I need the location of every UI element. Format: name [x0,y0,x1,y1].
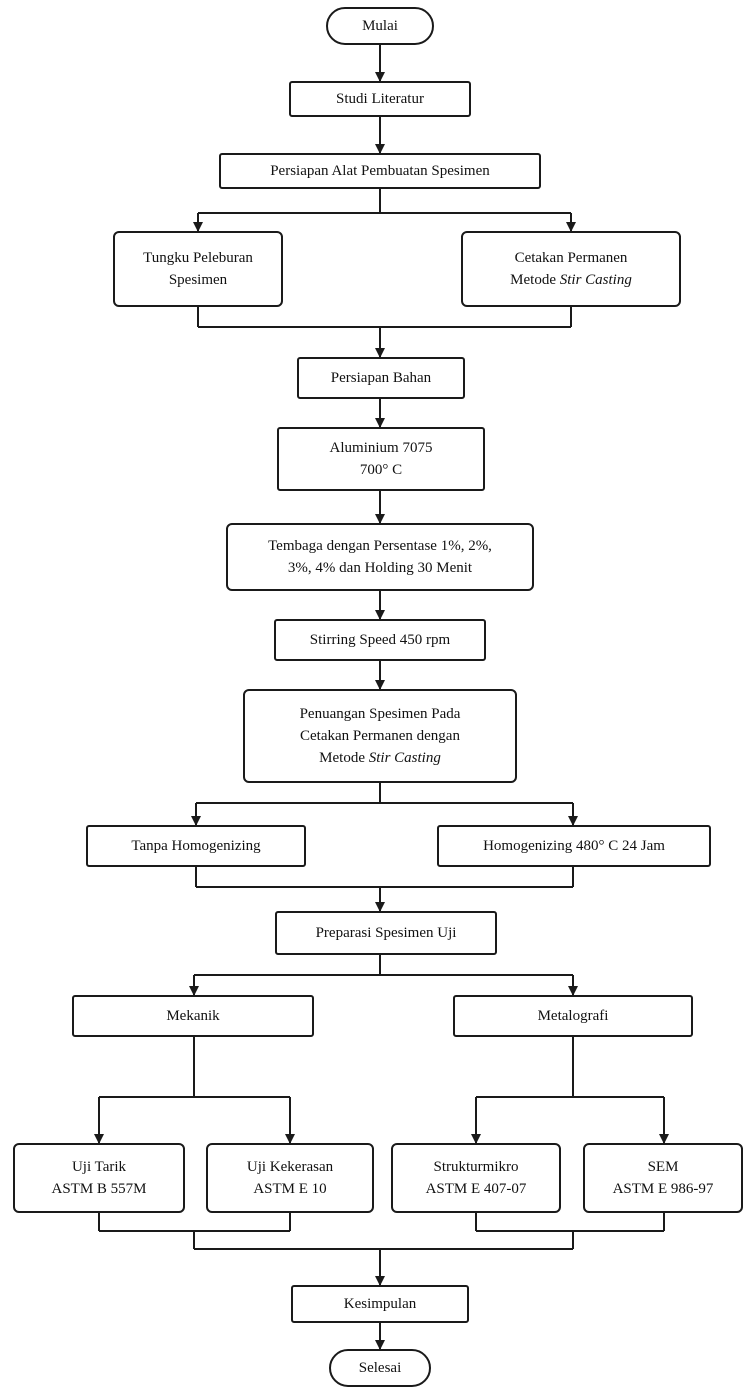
preparasi-box: Preparasi Spesimen Uji [275,911,497,955]
stirring-label: Stirring Speed 450 rpm [309,632,451,648]
stirring-box: Stirring Speed 450 rpm [274,619,486,661]
strukturmikro-box: Strukturmikro ASTM E 407-07 [391,1143,561,1213]
cetakan-line2-italic: Stir Casting [559,272,632,288]
persiapan-alat-label: Persiapan Alat Pembuatan Spesimen [270,163,490,179]
aluminium-line2: 700° C [359,462,403,478]
cetakan-line1: Cetakan Permanen [514,250,628,266]
sem-box: SEM ASTM E 986-97 [583,1143,743,1213]
kesimpulan-label: Kesimpulan [343,1296,417,1312]
aluminium-box: Aluminium 7075 700° C [277,427,485,491]
tanpa-homogenizing-label: Tanpa Homogenizing [131,838,261,854]
metalografi-box: Metalografi [453,995,693,1037]
kesimpulan-box: Kesimpulan [291,1285,469,1323]
persiapan-bahan-label: Persiapan Bahan [330,370,432,386]
penuangan-line2: Cetakan Permanen dengan [300,728,460,744]
mekanik-label: Mekanik [166,1008,220,1024]
strukturmikro-line1: Strukturmikro [433,1159,519,1175]
tungku-line1: Tungku Peleburan [143,250,253,266]
homogenizing-box: Homogenizing 480° C 24 Jam [437,825,711,867]
end-terminal: Selesai [329,1349,431,1387]
sem-line1: SEM [647,1159,679,1175]
cetakan-line2-prefix: Metode [510,272,560,288]
uji-tarik-line1: Uji Tarik [71,1159,127,1175]
uji-kekerasan-line2: ASTM E 10 [253,1181,327,1197]
mekanik-box: Mekanik [72,995,314,1037]
tanpa-homogenizing-box: Tanpa Homogenizing [86,825,306,867]
end-label: Selesai [358,1360,402,1376]
preparasi-label: Preparasi Spesimen Uji [315,925,457,941]
cetakan-line2: Metode Stir Casting [510,269,632,291]
strukturmikro-line2: ASTM E 407-07 [425,1181,527,1197]
penuangan-line3-italic: Stir Casting [368,750,441,766]
uji-kekerasan-line1: Uji Kekerasan [246,1159,334,1175]
tungku-box: Tungku Peleburan Spesimen [113,231,283,307]
tungku-line2: Spesimen [168,272,228,288]
penuangan-line3-prefix: Metode [319,750,369,766]
tembaga-box: Tembaga dengan Persentase 1%, 2%, 3%, 4%… [226,523,534,591]
sem-line2: ASTM E 986-97 [612,1181,714,1197]
homogenizing-label: Homogenizing 480° C 24 Jam [483,838,665,854]
aluminium-line1: Aluminium 7075 [329,440,433,456]
start-label: Mulai [362,18,398,34]
studi-literatur-label: Studi Literatur [336,91,424,107]
tembaga-line2: 3%, 4% dan Holding 30 Menit [287,560,473,576]
studi-literatur-box: Studi Literatur [289,81,471,117]
penuangan-box: Penuangan Spesimen Pada Cetakan Permanen… [243,689,517,783]
uji-kekerasan-box: Uji Kekerasan ASTM E 10 [206,1143,374,1213]
persiapan-alat-box: Persiapan Alat Pembuatan Spesimen [219,153,541,189]
penuangan-line3: Metode Stir Casting [319,747,441,769]
tembaga-line1: Tembaga dengan Persentase 1%, 2%, [268,538,492,554]
metalografi-label: Metalografi [537,1008,609,1024]
cetakan-box: Cetakan Permanen Metode Stir Casting [461,231,681,307]
persiapan-bahan-box: Persiapan Bahan [297,357,465,399]
uji-tarik-box: Uji Tarik ASTM B 557M [13,1143,185,1213]
start-terminal: Mulai [326,7,434,45]
penuangan-line1: Penuangan Spesimen Pada [299,706,461,722]
uji-tarik-line2: ASTM B 557M [51,1181,147,1197]
